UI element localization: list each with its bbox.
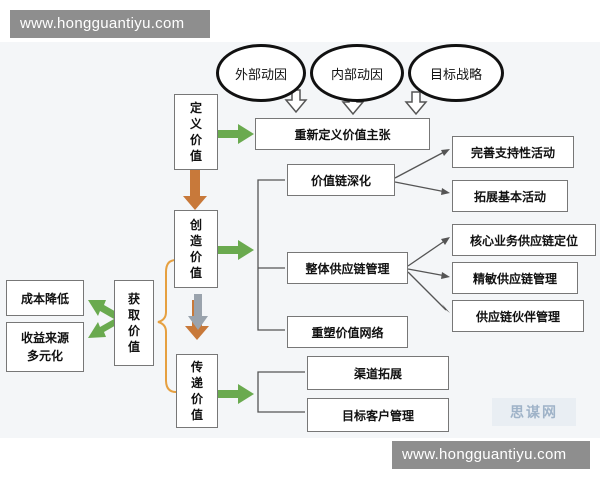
bracket-create [257,179,285,331]
revenue-diversification-label: 收益来源多元化 [20,331,69,363]
driver-arrow-1 [284,89,308,114]
green-arrow-define [218,124,254,144]
fan-integrate-3-head [442,304,450,313]
partner-management-label: 供应链伙伴管理 [475,309,560,324]
green-arrow-deliver [218,384,254,404]
reshape-network-label: 重塑价值网络 [311,325,384,340]
fan-deepen-2-head [441,188,450,195]
site-logo: 思谋网 [492,398,576,426]
green-arrow-to-cost [88,300,118,319]
fan-deepen-1 [394,150,447,179]
deliver-value-label: 传递价值 [190,360,203,422]
reshape-network-box: 重塑价值网络 [287,316,408,348]
deepen-chain-box: 价值链深化 [287,164,395,196]
expand-basic-label: 拓展基本活动 [473,189,546,204]
orange-brace [157,259,177,393]
lean-supply-box: 精敏供应链管理 [452,262,578,294]
fan-integrate-3 [407,271,447,311]
create-value-label: 创造价值 [189,218,202,280]
green-arrow-create [218,240,254,260]
driver-strategy-ellipse: 目标战略 [408,44,504,102]
acquire-value-label: 获取价值 [127,292,140,354]
perfect-support-label: 完善支持性活动 [470,145,555,160]
perfect-support-box: 完善支持性活动 [452,136,574,168]
channel-expansion-box: 渠道拓展 [307,356,449,390]
driver-internal-ellipse: 内部动因 [310,44,404,102]
cost-reduction-box: 成本降低 [6,280,84,316]
orange-arrow-define-create [183,170,207,210]
core-positioning-box: 核心业务供应链定位 [452,224,596,256]
watermark-top: www.hongguantiyu.com [10,10,210,38]
lean-supply-label: 精敏供应链管理 [472,271,557,286]
integrated-supply-box: 整体供应链管理 [287,252,408,284]
revenue-diversification-box: 收益来源多元化 [6,322,84,372]
redefine-proposition-box: 重新定义价值主张 [255,118,430,150]
deliver-value-box: 传递价值 [176,354,218,428]
define-value-box: 定义价值 [174,94,218,170]
fan-integrate-1 [407,239,447,267]
deepen-chain-label: 价值链深化 [310,173,371,188]
cost-reduction-label: 成本降低 [20,291,69,306]
fan-integrate-2-head [441,272,450,279]
fan-integrate-1-head [441,237,450,245]
integrated-supply-label: 整体供应链管理 [305,261,390,276]
create-value-box: 创造价值 [174,210,218,288]
channel-expansion-label: 渠道拓展 [353,366,402,381]
redefine-proposition-label: 重新定义价值主张 [294,127,391,142]
site-logo-label: 思谋网 [510,405,558,421]
partner-management-box: 供应链伙伴管理 [452,300,584,332]
target-customer-label: 目标客户管理 [341,408,414,423]
driver-external-ellipse: 外部动因 [216,44,306,102]
driver-arrow-3 [404,91,428,116]
gray-arrow [188,294,208,330]
core-positioning-label: 核心业务供应链定位 [469,233,578,248]
expand-basic-box: 拓展基本活动 [452,180,568,212]
acquire-value-box: 获取价值 [114,280,154,366]
fan-integrate-2 [407,268,447,277]
target-customer-box: 目标客户管理 [307,398,449,432]
green-arrow-to-revenue [88,319,118,338]
define-value-label: 定义价值 [189,101,202,163]
bracket-deliver [257,371,305,413]
watermark-bottom: www.hongguantiyu.com [392,441,590,469]
fan-deepen-1-head [441,149,450,156]
fan-deepen-2 [394,181,447,193]
